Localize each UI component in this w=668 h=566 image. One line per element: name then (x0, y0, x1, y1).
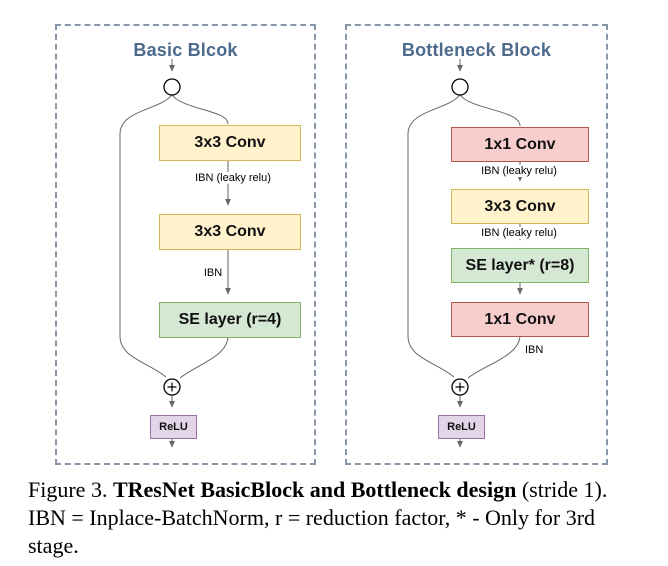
caption-bold-title: TResNet BasicBlock and Bottleneck design (112, 477, 517, 502)
node-se-layer: SE layer (r=4) (159, 302, 301, 338)
caption-line-1: Figure 3. TResNet BasicBlock and Bottlen… (28, 476, 660, 504)
node-conv-3x3: 3x3 Conv (451, 189, 589, 224)
split-node-circle (163, 78, 181, 96)
figure-caption: Figure 3. TResNet BasicBlock and Bottlen… (28, 476, 660, 560)
basic-block-panel (55, 24, 316, 465)
main-branch-path (171, 94, 229, 125)
edge-label-ibn-leaky: IBN (leaky relu) (193, 172, 273, 184)
split-node-circle (451, 78, 469, 96)
node-conv-1x1-2: 1x1 Conv (451, 302, 589, 337)
basic-block-title: Basic Blcok (133, 40, 238, 60)
node-conv-3x3-2: 3x3 Conv (159, 214, 301, 250)
caption-line-2: IBN = Inplace-BatchNorm, r = reduction f… (28, 505, 596, 530)
node-se-layer: SE layer* (r=8) (451, 248, 589, 283)
node-relu: ReLU (150, 415, 197, 439)
edge-label-ibn: IBN (201, 267, 225, 279)
caption-figure-number: Figure 3. (28, 477, 113, 502)
plus-icon (455, 382, 465, 392)
skip-connection-path (407, 94, 461, 378)
node-conv-3x3-1: 3x3 Conv (159, 125, 301, 161)
node-conv-1x1-1: 1x1 Conv (451, 127, 589, 162)
edge-label-ibn: IBN (525, 344, 544, 356)
edge-label-ibn-leaky-2: IBN (leaky relu) (479, 227, 559, 239)
bottleneck-block-panel (345, 24, 608, 465)
basic-block-wires (119, 59, 231, 448)
caption-line-3: stage. (28, 533, 79, 558)
bottleneck-block-wires (407, 59, 523, 448)
sum-node (451, 378, 469, 396)
edge-label-ibn-leaky-1: IBN (leaky relu) (479, 165, 559, 177)
node-relu: ReLU (438, 415, 485, 439)
conv3-to-sum-path (467, 334, 521, 379)
sum-node (163, 378, 181, 396)
bottleneck-block-title: Bottleneck Block (401, 40, 552, 60)
main-branch-path (459, 94, 521, 127)
se-to-sum-path (179, 335, 229, 379)
plus-icon (167, 382, 177, 392)
caption-stride-note: (stride 1). (516, 477, 608, 502)
skip-connection-path (119, 94, 173, 378)
